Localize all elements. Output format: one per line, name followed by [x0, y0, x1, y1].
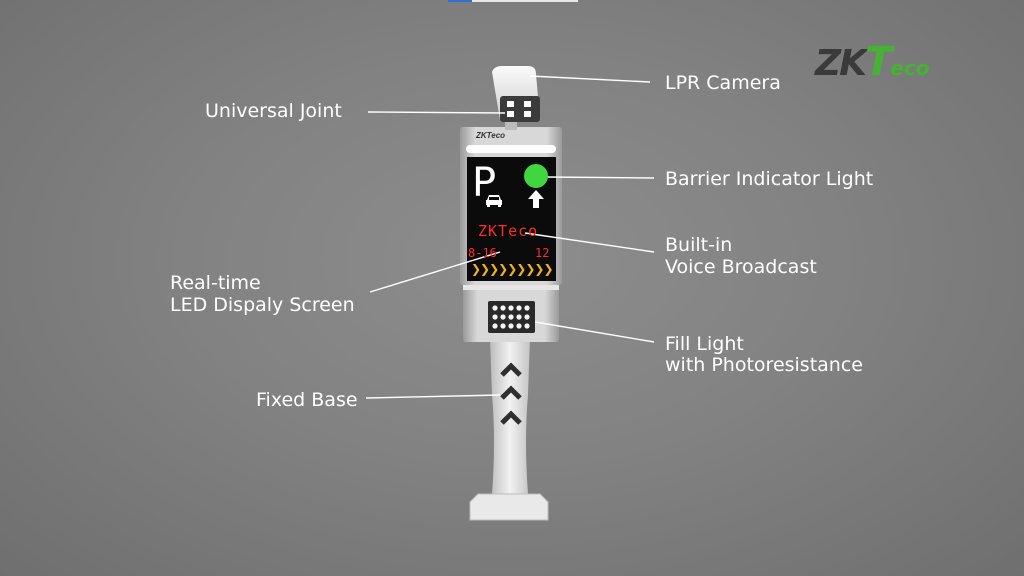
- fill-light-leds: [492, 305, 530, 329]
- label-universal-joint: Universal Joint: [205, 100, 342, 122]
- label-fill-line2: with Photoresistance: [665, 354, 863, 376]
- indicator-dot: [524, 164, 548, 188]
- device-logo: ZKTeco: [476, 131, 506, 140]
- cabinet-top-strip: [466, 145, 556, 153]
- leader-lpr-camera: [529, 75, 651, 83]
- led-scroll-text: ZKTeco: [478, 222, 539, 240]
- label-lpr-camera: LPR Camera: [665, 72, 781, 94]
- leader-builtin-voice: [524, 232, 655, 253]
- led-info-right: 12: [535, 246, 550, 260]
- up-arrow-icon: [528, 190, 544, 208]
- logo-zk: ZK: [815, 43, 867, 84]
- leader-barrier-indicator: [545, 176, 655, 179]
- leader-lines: [365, 75, 655, 399]
- label-realtime-line1: Real-time: [170, 272, 261, 294]
- lpr-camera-front: [500, 96, 540, 122]
- logo-eco: eco: [890, 56, 930, 80]
- zkteco-logo: ZKTeco: [815, 42, 930, 86]
- leader-fill-light: [534, 321, 655, 343]
- top-progress-accent: [448, 0, 472, 2]
- leader-universal-joint: [367, 111, 506, 114]
- leader-fixed-base: [365, 394, 501, 399]
- logo-t: T: [865, 39, 892, 85]
- leader-realtime-led: [369, 251, 501, 293]
- label-fixed-base: Fixed Base: [256, 389, 358, 411]
- led-info-left: 8-16: [468, 246, 497, 260]
- lpr-camera-lenses: [507, 101, 531, 117]
- barrier-indicator-light: [524, 164, 548, 208]
- label-realtime-line2: LED Dispaly Screen: [170, 294, 355, 316]
- fixed-base-plate: [469, 493, 549, 521]
- car-icon: [486, 195, 502, 207]
- top-progress-strip: [448, 0, 578, 2]
- pole-chevrons: [500, 362, 522, 425]
- label-builtin-line1: Built-in: [665, 234, 733, 256]
- label-builtin-line2: Voice Broadcast: [665, 256, 817, 278]
- label-fill-line1: Fill Light: [665, 333, 744, 355]
- led-chevrons: ❯❯❯❯❯❯❯❯❯: [471, 262, 553, 276]
- label-barrier-indicator: Barrier Indicator Light: [665, 168, 874, 190]
